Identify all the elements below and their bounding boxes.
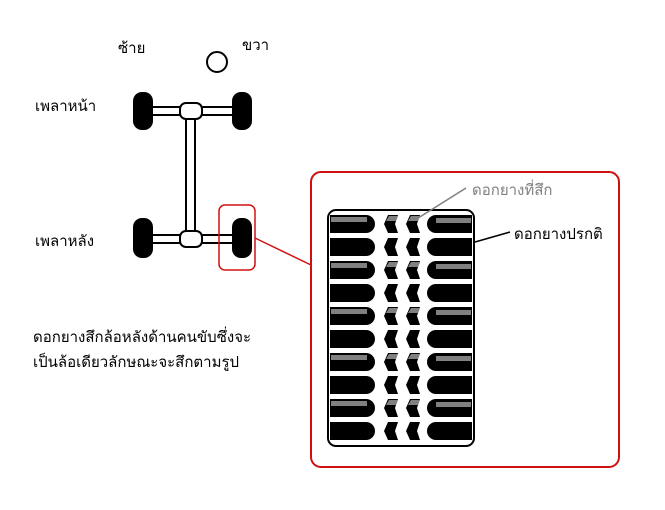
tread-chevron	[384, 284, 398, 302]
tread-block-right	[427, 399, 472, 417]
label-left: ซ้าย	[118, 39, 146, 57]
front-differential	[179, 102, 203, 120]
tread-block-right	[427, 238, 472, 256]
worn-stripe-left	[331, 355, 367, 360]
tread-chevron	[406, 284, 420, 302]
front-right-wheel	[232, 92, 252, 130]
tread-block-left	[330, 330, 375, 348]
tread-block-right	[427, 353, 472, 371]
label-worn-tread: ดอกยางที่สึก	[472, 181, 553, 199]
worn-chevron-mark	[386, 308, 398, 313]
description-line-1: ดอกยางสึกล้อหลังด้านคนขับซึ่งจะ	[33, 328, 252, 346]
worn-stripe-right	[436, 356, 471, 361]
worn-chevron-mark	[386, 400, 398, 405]
rear-differential	[179, 230, 203, 248]
drive-shaft	[185, 111, 196, 241]
tread-block-right	[427, 307, 472, 325]
tread-chevron	[406, 238, 420, 256]
front-left-wheel	[133, 92, 153, 130]
tread-block-right	[427, 376, 472, 394]
label-normal-tread: ดอกยางปรกติ	[514, 225, 603, 243]
tread-block-right	[427, 422, 472, 440]
tread-block-left	[330, 284, 375, 302]
tread-chevron	[384, 238, 398, 256]
tread-chevron	[384, 422, 398, 440]
worn-stripe-right	[436, 310, 471, 315]
rear-right-wheel	[232, 218, 252, 258]
tread-chevron	[406, 376, 420, 394]
worn-stripe-right	[436, 264, 471, 269]
worn-stripe-left	[331, 401, 367, 406]
worn-stripe-left	[331, 217, 367, 222]
highlight-box	[218, 204, 256, 271]
worn-stripe-right	[436, 402, 471, 407]
tread-block-right	[427, 215, 472, 233]
worn-chevron-mark	[386, 354, 398, 359]
tread-chevron	[384, 376, 398, 394]
worn-chevron-mark	[408, 354, 420, 359]
rear-left-wheel	[133, 218, 153, 258]
tread-pattern	[330, 215, 472, 440]
tread-block-right	[427, 330, 472, 348]
tread-chevron	[406, 330, 420, 348]
worn-stripe-right	[436, 218, 471, 223]
label-right: ขวา	[242, 36, 270, 54]
worn-chevron-mark	[408, 308, 420, 313]
label-rear-axle: เพลาหลัง	[35, 232, 95, 250]
callout-line	[254, 237, 312, 266]
tread-block-right	[427, 284, 472, 302]
worn-chevron-mark	[386, 216, 398, 221]
tread-block-left	[330, 376, 375, 394]
tread-block-right	[427, 261, 472, 279]
worn-chevron-mark	[386, 262, 398, 267]
tread-chevron	[406, 422, 420, 440]
worn-stripe-left	[331, 263, 367, 268]
tread-block-left	[330, 238, 375, 256]
tread-block-left	[330, 422, 375, 440]
label-front-axle: เพลาหน้า	[35, 97, 97, 115]
description-line-2: เป็นล้อเดียวลักษณะจะสึกตามรูป	[33, 353, 240, 371]
worn-stripe-left	[331, 309, 367, 314]
worn-chevron-mark	[408, 216, 420, 221]
worn-chevron-mark	[408, 262, 420, 267]
tread-chevron	[384, 330, 398, 348]
normal-pointer-line	[474, 231, 511, 243]
worn-pointer-line	[414, 187, 467, 221]
steering-wheel-icon	[206, 51, 228, 73]
worn-chevron-mark	[408, 400, 420, 405]
